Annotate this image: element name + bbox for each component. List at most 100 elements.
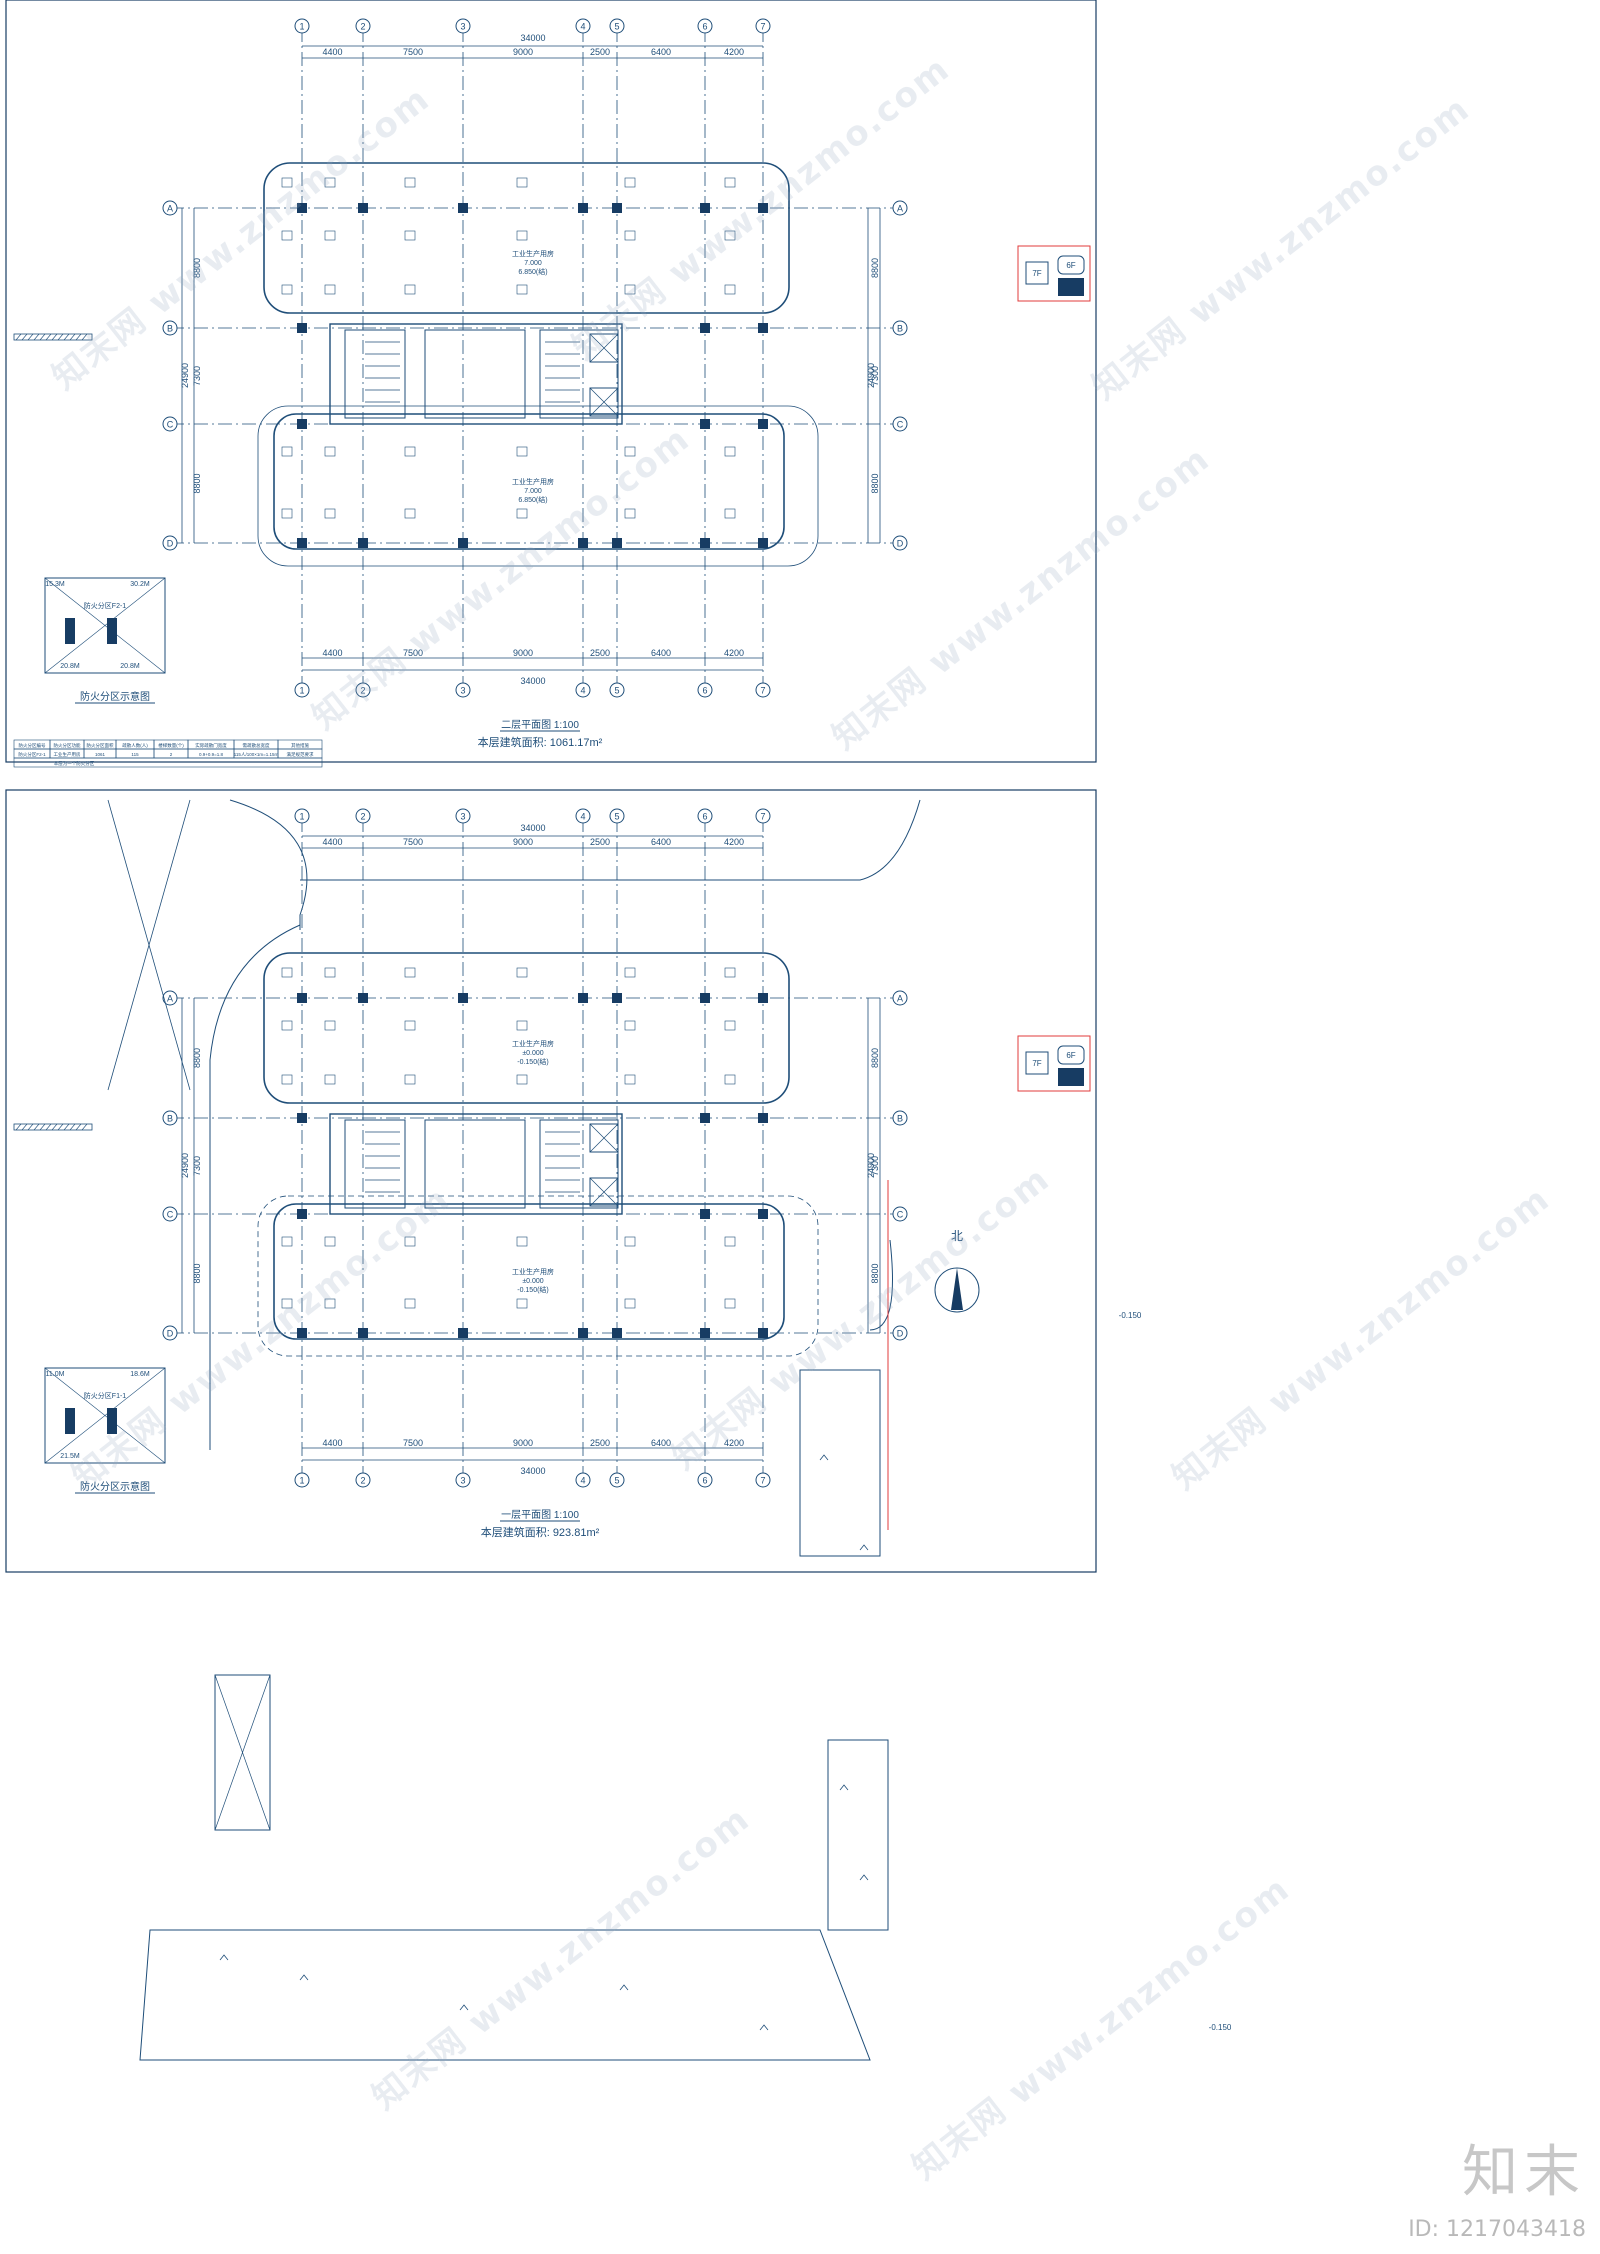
structural-column bbox=[297, 538, 307, 548]
axis-bubble bbox=[575, 18, 591, 34]
hatch-line bbox=[81, 1123, 88, 1131]
access-line bbox=[107, 799, 191, 1091]
structural-column bbox=[297, 993, 307, 1003]
axis-label: 4 bbox=[580, 1476, 585, 1486]
room-tag bbox=[624, 230, 636, 241]
north-arrow-icon bbox=[951, 1268, 963, 1310]
green-area bbox=[799, 1369, 881, 1557]
area-label: 本层建筑面积: 923.81m² bbox=[481, 1525, 600, 1539]
ramp-cross bbox=[214, 1674, 271, 1831]
axis-label: 3 bbox=[460, 1476, 465, 1486]
room-label: 6.850(结) bbox=[518, 267, 547, 276]
axis-bubble bbox=[162, 1110, 178, 1126]
axis-label: 1 bbox=[299, 22, 304, 32]
fire-zone-outline bbox=[44, 577, 166, 674]
structural-column bbox=[297, 419, 307, 429]
overall-dimension: 34000 bbox=[520, 1466, 545, 1476]
column-dimension: 9000 bbox=[513, 47, 533, 57]
axis-bubble bbox=[892, 535, 908, 551]
hatch-line bbox=[75, 333, 82, 341]
room-tag bbox=[281, 1074, 293, 1085]
structural-column bbox=[458, 1328, 468, 1338]
key-plan-label: 7F bbox=[1032, 269, 1041, 278]
fire-zone-label: 防火分区F2-1 bbox=[84, 601, 126, 610]
axis-label: 4 bbox=[580, 686, 585, 696]
fire-zone-dimension: 20.8M bbox=[60, 663, 80, 670]
axis-bubble bbox=[892, 1325, 908, 1341]
structural-column bbox=[758, 419, 768, 429]
axis-bubble bbox=[609, 1472, 625, 1488]
planting-mark bbox=[759, 2024, 769, 2031]
axis-bubble bbox=[355, 1472, 371, 1488]
column-dimension: 4200 bbox=[724, 648, 744, 658]
table-value: 115 bbox=[131, 752, 139, 757]
room-label: 7.000 bbox=[524, 260, 542, 267]
axis-label: 3 bbox=[460, 686, 465, 696]
elevator-shaft bbox=[589, 387, 619, 417]
structural-column bbox=[297, 203, 307, 213]
fire-zone-diagonal bbox=[44, 1367, 166, 1464]
table-value: 0.9+0.9=1.8 bbox=[199, 752, 224, 757]
axis-label: 1 bbox=[299, 686, 304, 696]
axis-bubble bbox=[455, 18, 471, 34]
room-tag bbox=[724, 1074, 736, 1085]
axis-bubble bbox=[609, 18, 625, 34]
structural-column bbox=[297, 1209, 307, 1219]
room-tag bbox=[624, 446, 636, 457]
axis-label: 7 bbox=[760, 1476, 765, 1486]
room-tag bbox=[724, 967, 736, 978]
room-tag bbox=[624, 177, 636, 188]
structural-column bbox=[458, 993, 468, 1003]
upper-wing-outline bbox=[263, 952, 790, 1104]
structural-column bbox=[758, 1328, 768, 1338]
axis-label: 5 bbox=[614, 686, 619, 696]
fire-zone-dimension: 15.3M bbox=[45, 581, 65, 588]
structural-column bbox=[700, 1209, 710, 1219]
room-tag bbox=[624, 508, 636, 519]
room-tag bbox=[324, 508, 336, 519]
row-dimension: 8800 bbox=[870, 473, 880, 493]
column-dimension: 6400 bbox=[651, 837, 671, 847]
axis-bubble bbox=[755, 682, 771, 698]
column-dimension: 7500 bbox=[403, 837, 423, 847]
axis-label: 3 bbox=[460, 22, 465, 32]
axis-label: A bbox=[897, 994, 903, 1004]
key-plan-label: 7F bbox=[1032, 1059, 1041, 1068]
key-plan-highlight bbox=[1058, 278, 1084, 296]
core-outline bbox=[329, 323, 623, 425]
column-dimension: 2500 bbox=[590, 648, 610, 658]
green-area bbox=[827, 1739, 889, 1931]
axis-bubble bbox=[355, 682, 371, 698]
key-plan-cell bbox=[1025, 1051, 1049, 1075]
room-tag bbox=[281, 1298, 293, 1309]
axis-label: 5 bbox=[614, 22, 619, 32]
room-tag bbox=[281, 508, 293, 519]
column-dimension: 7500 bbox=[403, 47, 423, 57]
row-dimension: 8800 bbox=[192, 1263, 202, 1283]
axis-bubble bbox=[892, 200, 908, 216]
overall-dimension: 34000 bbox=[520, 823, 545, 833]
core-room bbox=[344, 329, 406, 419]
room-tag bbox=[404, 230, 416, 241]
room-tag bbox=[624, 1020, 636, 1031]
hatch-line bbox=[27, 1123, 34, 1131]
key-plan-label: 6F bbox=[1066, 1051, 1075, 1060]
structural-column bbox=[297, 323, 307, 333]
ramp-area bbox=[214, 1674, 271, 1831]
axis-bubble bbox=[455, 808, 471, 824]
axis-label: D bbox=[167, 1329, 174, 1339]
structural-column bbox=[700, 419, 710, 429]
room-tag bbox=[724, 177, 736, 188]
room-tag bbox=[516, 284, 528, 295]
elevator-cross bbox=[589, 387, 619, 417]
room-tag bbox=[281, 446, 293, 457]
room-tag bbox=[404, 1020, 416, 1031]
axis-bubble bbox=[294, 808, 310, 824]
axis-label: C bbox=[897, 420, 904, 430]
elevator-shaft bbox=[589, 1177, 619, 1207]
row-dimension: 8800 bbox=[870, 1263, 880, 1283]
core-room bbox=[424, 329, 526, 419]
room-label: ±0.000 bbox=[522, 1050, 543, 1057]
key-plan-cell bbox=[1057, 255, 1085, 275]
